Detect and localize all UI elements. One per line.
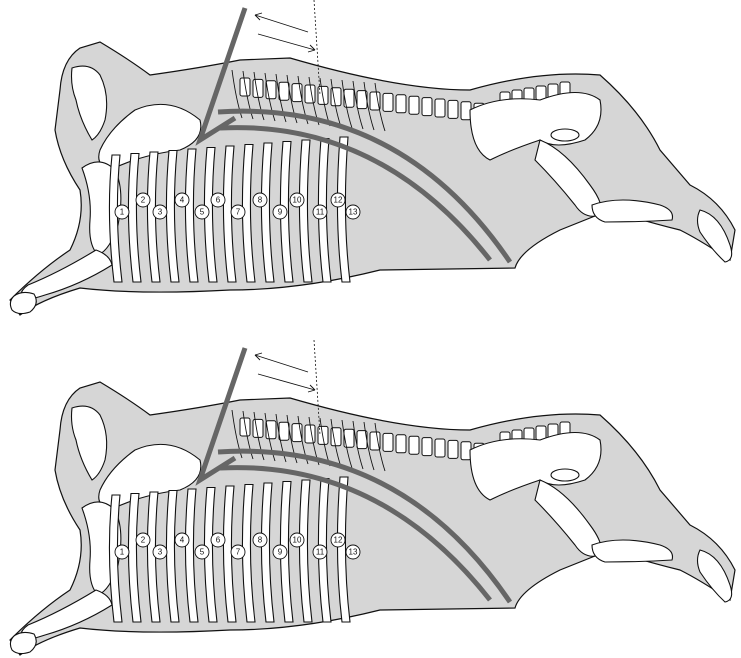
rib-number-4: 4: [175, 193, 189, 207]
rib-number-label: 6: [216, 536, 221, 545]
rib-number-7: 7: [231, 205, 245, 219]
vertebra: [448, 440, 458, 458]
rib-number-label: 9: [278, 208, 283, 217]
vertebra: [409, 436, 419, 454]
rib-number-label: 1: [120, 548, 125, 557]
rib-number-label: 11: [316, 548, 325, 557]
vertebra: [305, 425, 315, 443]
rib-number-label: 6: [216, 196, 221, 205]
rib-number-label: 13: [349, 208, 358, 217]
rib-number-12: 12: [331, 193, 345, 207]
rib-number-11: 11: [313, 205, 327, 219]
vertebra: [305, 85, 315, 103]
arrow-lower: [258, 374, 315, 390]
rib-number-5: 5: [195, 205, 209, 219]
rib-number-label: 8: [258, 536, 263, 545]
rib-number-label: 2: [141, 536, 146, 545]
rib-number-4: 4: [175, 533, 189, 547]
rib-number-13: 13: [346, 545, 360, 559]
arrow-upper: [255, 15, 308, 32]
rib-number-8: 8: [253, 193, 267, 207]
vertebra: [422, 98, 432, 116]
rib-number-9: 9: [273, 545, 287, 559]
rib-number-13: 13: [346, 205, 360, 219]
vertebra: [383, 433, 393, 451]
vertebra: [422, 438, 432, 456]
rib-number-2: 2: [136, 533, 150, 547]
vertebra: [396, 95, 406, 113]
rib-number-label: 11: [316, 208, 325, 217]
rib-number-6: 6: [211, 533, 225, 547]
vertebra: [448, 100, 458, 118]
rib-number-7: 7: [231, 545, 245, 559]
rib-number-label: 5: [200, 548, 205, 557]
rib-number-8: 8: [253, 533, 267, 547]
rib-number-label: 10: [293, 536, 302, 545]
rib-number-10: 10: [290, 533, 304, 547]
rib-number-label: 4: [180, 536, 185, 545]
rib-number-1: 1: [115, 205, 129, 219]
vertebra: [396, 435, 406, 453]
rib-number-9: 9: [273, 205, 287, 219]
carcass-panel-1: 12345678910111213: [10, 0, 735, 315]
fore-foot: [10, 632, 36, 653]
rib-number-3: 3: [153, 205, 167, 219]
rib-number-label: 2: [141, 196, 146, 205]
rib-number-label: 5: [200, 208, 205, 217]
vertebra: [279, 82, 289, 100]
rib-number-1: 1: [115, 545, 129, 559]
arrow-upper: [255, 355, 308, 372]
rib-number-label: 1: [120, 208, 125, 217]
fore-foot: [10, 292, 36, 313]
vertebra: [383, 93, 393, 111]
rib-number-label: 7: [236, 208, 241, 217]
vertebra: [435, 99, 445, 117]
vertebra: [279, 422, 289, 440]
rib-number-label: 4: [180, 196, 185, 205]
rib-number-label: 3: [158, 548, 163, 557]
rib-number-label: 9: [278, 548, 283, 557]
rib-number-3: 3: [153, 545, 167, 559]
rib-number-label: 3: [158, 208, 163, 217]
rib-number-5: 5: [195, 545, 209, 559]
arrow-lower: [258, 34, 315, 50]
rib-number-12: 12: [331, 533, 345, 547]
rib-number-11: 11: [313, 545, 327, 559]
vertebra: [435, 439, 445, 457]
rib-number-10: 10: [290, 193, 304, 207]
rib-number-2: 2: [136, 193, 150, 207]
pelvic-foramen: [551, 469, 579, 481]
rib-number-label: 12: [334, 536, 343, 545]
vertebra: [409, 96, 419, 114]
vertebra: [344, 429, 354, 447]
pelvic-foramen: [551, 129, 579, 141]
vertebra: [344, 89, 354, 107]
rib-number-label: 13: [349, 548, 358, 557]
rib-number-label: 7: [236, 548, 241, 557]
rib-number-label: 12: [334, 196, 343, 205]
rib-number-label: 8: [258, 196, 263, 205]
rib-number-label: 10: [293, 196, 302, 205]
rib-number-6: 6: [211, 193, 225, 207]
